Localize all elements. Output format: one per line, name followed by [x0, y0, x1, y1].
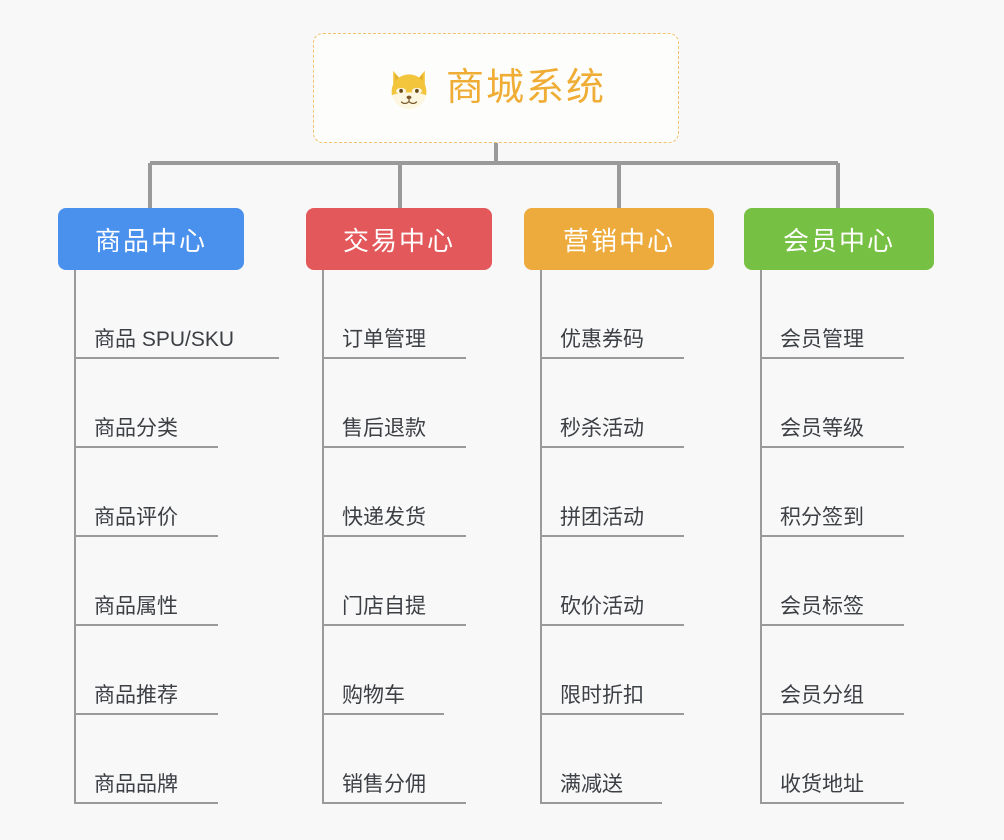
list-item-label: 订单管理 — [342, 328, 426, 351]
list-item[interactable]: 会员管理 — [744, 270, 934, 359]
branch-header-label: 商品中心 — [94, 225, 207, 256]
list-item[interactable]: 秒杀活动 — [524, 359, 714, 448]
list-item[interactable]: 商品评价 — [58, 448, 244, 537]
branch-spine — [322, 270, 324, 804]
list-item-label: 会员分组 — [780, 684, 864, 707]
branch-column-trade: 交易中心 订单管理 售后退款 快递发货 门店自提 购物车 — [306, 208, 492, 804]
list-item[interactable]: 限时折扣 — [524, 626, 714, 715]
list-item-label: 满减送 — [560, 773, 623, 796]
list-item-label: 拼团活动 — [560, 506, 644, 529]
list-item-label: 快递发货 — [342, 506, 426, 529]
list-item-label: 商品分类 — [94, 417, 178, 440]
list-item-label: 会员标签 — [780, 595, 864, 618]
list-item-underline — [74, 713, 218, 715]
list-item-underline — [760, 802, 904, 804]
branch-header-label: 会员中心 — [782, 225, 895, 256]
branch-item-list: 会员管理 会员等级 积分签到 会员标签 会员分组 收货地址 — [744, 270, 934, 804]
list-item-label: 商品评价 — [94, 506, 178, 529]
list-item-underline — [74, 357, 279, 359]
list-item[interactable]: 商品分类 — [58, 359, 244, 448]
branch-item-list: 商品 SPU/SKU 商品分类 商品评价 商品属性 商品推荐 商品品牌 — [58, 270, 279, 804]
list-item[interactable]: 商品推荐 — [58, 626, 244, 715]
list-item-label: 积分签到 — [780, 506, 864, 529]
list-item[interactable]: 销售分佣 — [306, 715, 492, 804]
list-item[interactable]: 商品 SPU/SKU — [58, 270, 279, 359]
list-item[interactable]: 会员标签 — [744, 537, 934, 626]
list-item-underline — [540, 713, 684, 715]
list-item-underline — [322, 802, 466, 804]
list-item-underline — [540, 357, 684, 359]
list-item-label: 销售分佣 — [342, 773, 426, 796]
list-item-underline — [322, 624, 466, 626]
list-item-label: 门店自提 — [342, 595, 426, 618]
list-item[interactable]: 订单管理 — [306, 270, 492, 359]
list-item-underline — [760, 713, 904, 715]
branch-spine — [540, 270, 542, 804]
branch-header-member[interactable]: 会员中心 — [744, 208, 934, 270]
list-item-label: 商品推荐 — [94, 684, 178, 707]
list-item-label: 限时折扣 — [560, 684, 644, 707]
list-item-underline — [322, 535, 466, 537]
list-item-underline — [74, 535, 218, 537]
list-item-underline — [760, 535, 904, 537]
list-item[interactable]: 商品属性 — [58, 537, 244, 626]
list-item-label: 商品属性 — [94, 595, 178, 618]
root-label: 商城系统 — [445, 67, 606, 109]
list-item-underline — [760, 357, 904, 359]
list-item[interactable]: 商品品牌 — [58, 715, 244, 804]
list-item[interactable]: 购物车 — [306, 626, 492, 715]
list-item-label: 砍价活动 — [560, 595, 644, 618]
branch-header-label: 营销中心 — [562, 225, 675, 256]
list-item[interactable]: 收货地址 — [744, 715, 934, 804]
list-item-label: 购物车 — [342, 684, 405, 707]
list-item-underline — [322, 446, 466, 448]
list-item-label: 会员管理 — [780, 328, 864, 351]
list-item-underline — [540, 446, 684, 448]
list-item-underline — [540, 624, 684, 626]
list-item-label: 售后退款 — [342, 417, 426, 440]
branch-column-member: 会员中心 会员管理 会员等级 积分签到 会员标签 会员分组 — [744, 208, 934, 804]
list-item[interactable]: 门店自提 — [306, 537, 492, 626]
branch-header-marketing[interactable]: 营销中心 — [524, 208, 714, 270]
list-item[interactable]: 积分签到 — [744, 448, 934, 537]
list-item-label: 收货地址 — [780, 773, 864, 796]
shiba-dog-icon — [391, 70, 427, 109]
list-item-label: 会员等级 — [780, 417, 864, 440]
list-item[interactable]: 拼团活动 — [524, 448, 714, 537]
branch-item-list: 优惠券码 秒杀活动 拼团活动 砍价活动 限时折扣 满减送 — [524, 270, 714, 804]
branch-spine — [760, 270, 762, 804]
branch-header-trade[interactable]: 交易中心 — [306, 208, 492, 270]
list-item-underline — [540, 535, 684, 537]
list-item-underline — [760, 446, 904, 448]
list-item[interactable]: 优惠券码 — [524, 270, 714, 359]
list-item-underline — [74, 624, 218, 626]
list-item[interactable]: 满减送 — [524, 715, 714, 804]
branch-column-marketing: 营销中心 优惠券码 秒杀活动 拼团活动 砍价活动 限时折扣 — [524, 208, 714, 804]
list-item-label: 优惠券码 — [560, 328, 644, 351]
list-item-label: 商品品牌 — [94, 773, 178, 796]
list-item[interactable]: 售后退款 — [306, 359, 492, 448]
branch-column-product: 商品中心 商品 SPU/SKU 商品分类 商品评价 商品属性 商品推荐 — [58, 208, 279, 804]
list-item-underline — [74, 802, 218, 804]
root-node[interactable]: 商城系统 — [313, 33, 679, 143]
list-item-underline — [74, 446, 218, 448]
list-item-underline — [760, 624, 904, 626]
list-item[interactable]: 快递发货 — [306, 448, 492, 537]
list-item[interactable]: 砍价活动 — [524, 537, 714, 626]
list-item[interactable]: 会员分组 — [744, 626, 934, 715]
branch-header-label: 交易中心 — [342, 225, 455, 256]
list-item-underline — [322, 357, 466, 359]
list-item-underline — [322, 713, 444, 715]
branch-header-product[interactable]: 商品中心 — [58, 208, 244, 270]
branch-spine — [74, 270, 76, 804]
list-item-label: 秒杀活动 — [560, 417, 644, 440]
list-item-label: 商品 SPU/SKU — [94, 328, 235, 351]
branch-item-list: 订单管理 售后退款 快递发货 门店自提 购物车 销售分佣 — [306, 270, 492, 804]
list-item[interactable]: 会员等级 — [744, 359, 934, 448]
list-item-underline — [540, 802, 662, 804]
